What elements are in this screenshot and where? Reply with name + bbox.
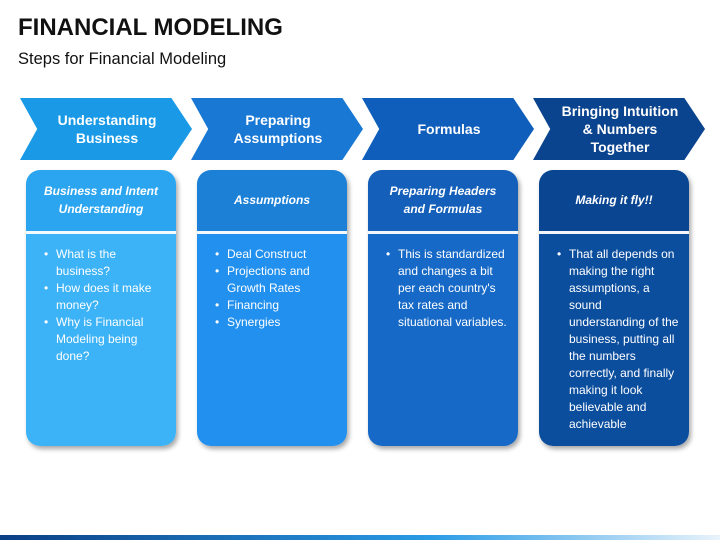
step-bullet: Synergies [215, 314, 337, 331]
step-bullet: This is standardized and changes a bit p… [386, 246, 508, 331]
step-bullet: Why is Financial Modeling being done? [44, 314, 166, 365]
step-body-3: This is standardized and changes a bit p… [368, 234, 518, 446]
step-bullet: Deal Construct [215, 246, 337, 263]
step-subheader-4: Making it fly!! [539, 170, 689, 234]
step-panel-1: Business and Intent Understanding What i… [26, 170, 176, 446]
step-column-1: Understanding Business Business and Inte… [20, 98, 192, 446]
step-body-4: That all depends on making the right ass… [539, 234, 689, 446]
step-panel-2: Assumptions Deal Construct Projections a… [197, 170, 347, 446]
step-subheader-1: Business and Intent Understanding [26, 170, 176, 234]
step-bullet: That all depends on making the right ass… [557, 246, 679, 433]
step-column-4: Bringing Intuition & Numbers Together Ma… [533, 98, 705, 446]
step-panel-3: Preparing Headers and Formulas This is s… [368, 170, 518, 446]
step-bullet: Financing [215, 297, 337, 314]
step-column-3: Formulas Preparing Headers and Formulas … [362, 98, 534, 446]
step-arrow-4: Bringing Intuition & Numbers Together [533, 98, 705, 160]
step-arrow-1: Understanding Business [20, 98, 192, 160]
step-bullet: Projections and Growth Rates [215, 263, 337, 297]
step-panel-4: Making it fly!! That all depends on maki… [539, 170, 689, 446]
footer-accent-line [0, 535, 720, 540]
step-column-2: Preparing Assumptions Assumptions Deal C… [191, 98, 363, 446]
step-arrow-3: Formulas [362, 98, 534, 160]
step-body-1: What is the business? How does it make m… [26, 234, 176, 446]
step-bullet: How does it make money? [44, 280, 166, 314]
step-subheader-2: Assumptions [197, 170, 347, 234]
step-bullet: What is the business? [44, 246, 166, 280]
step-subheader-3: Preparing Headers and Formulas [368, 170, 518, 234]
step-body-2: Deal Construct Projections and Growth Ra… [197, 234, 347, 446]
step-arrow-2: Preparing Assumptions [191, 98, 363, 160]
page-subtitle: Steps for Financial Modeling [18, 50, 227, 68]
page-title: FINANCIAL MODELING [18, 14, 283, 41]
